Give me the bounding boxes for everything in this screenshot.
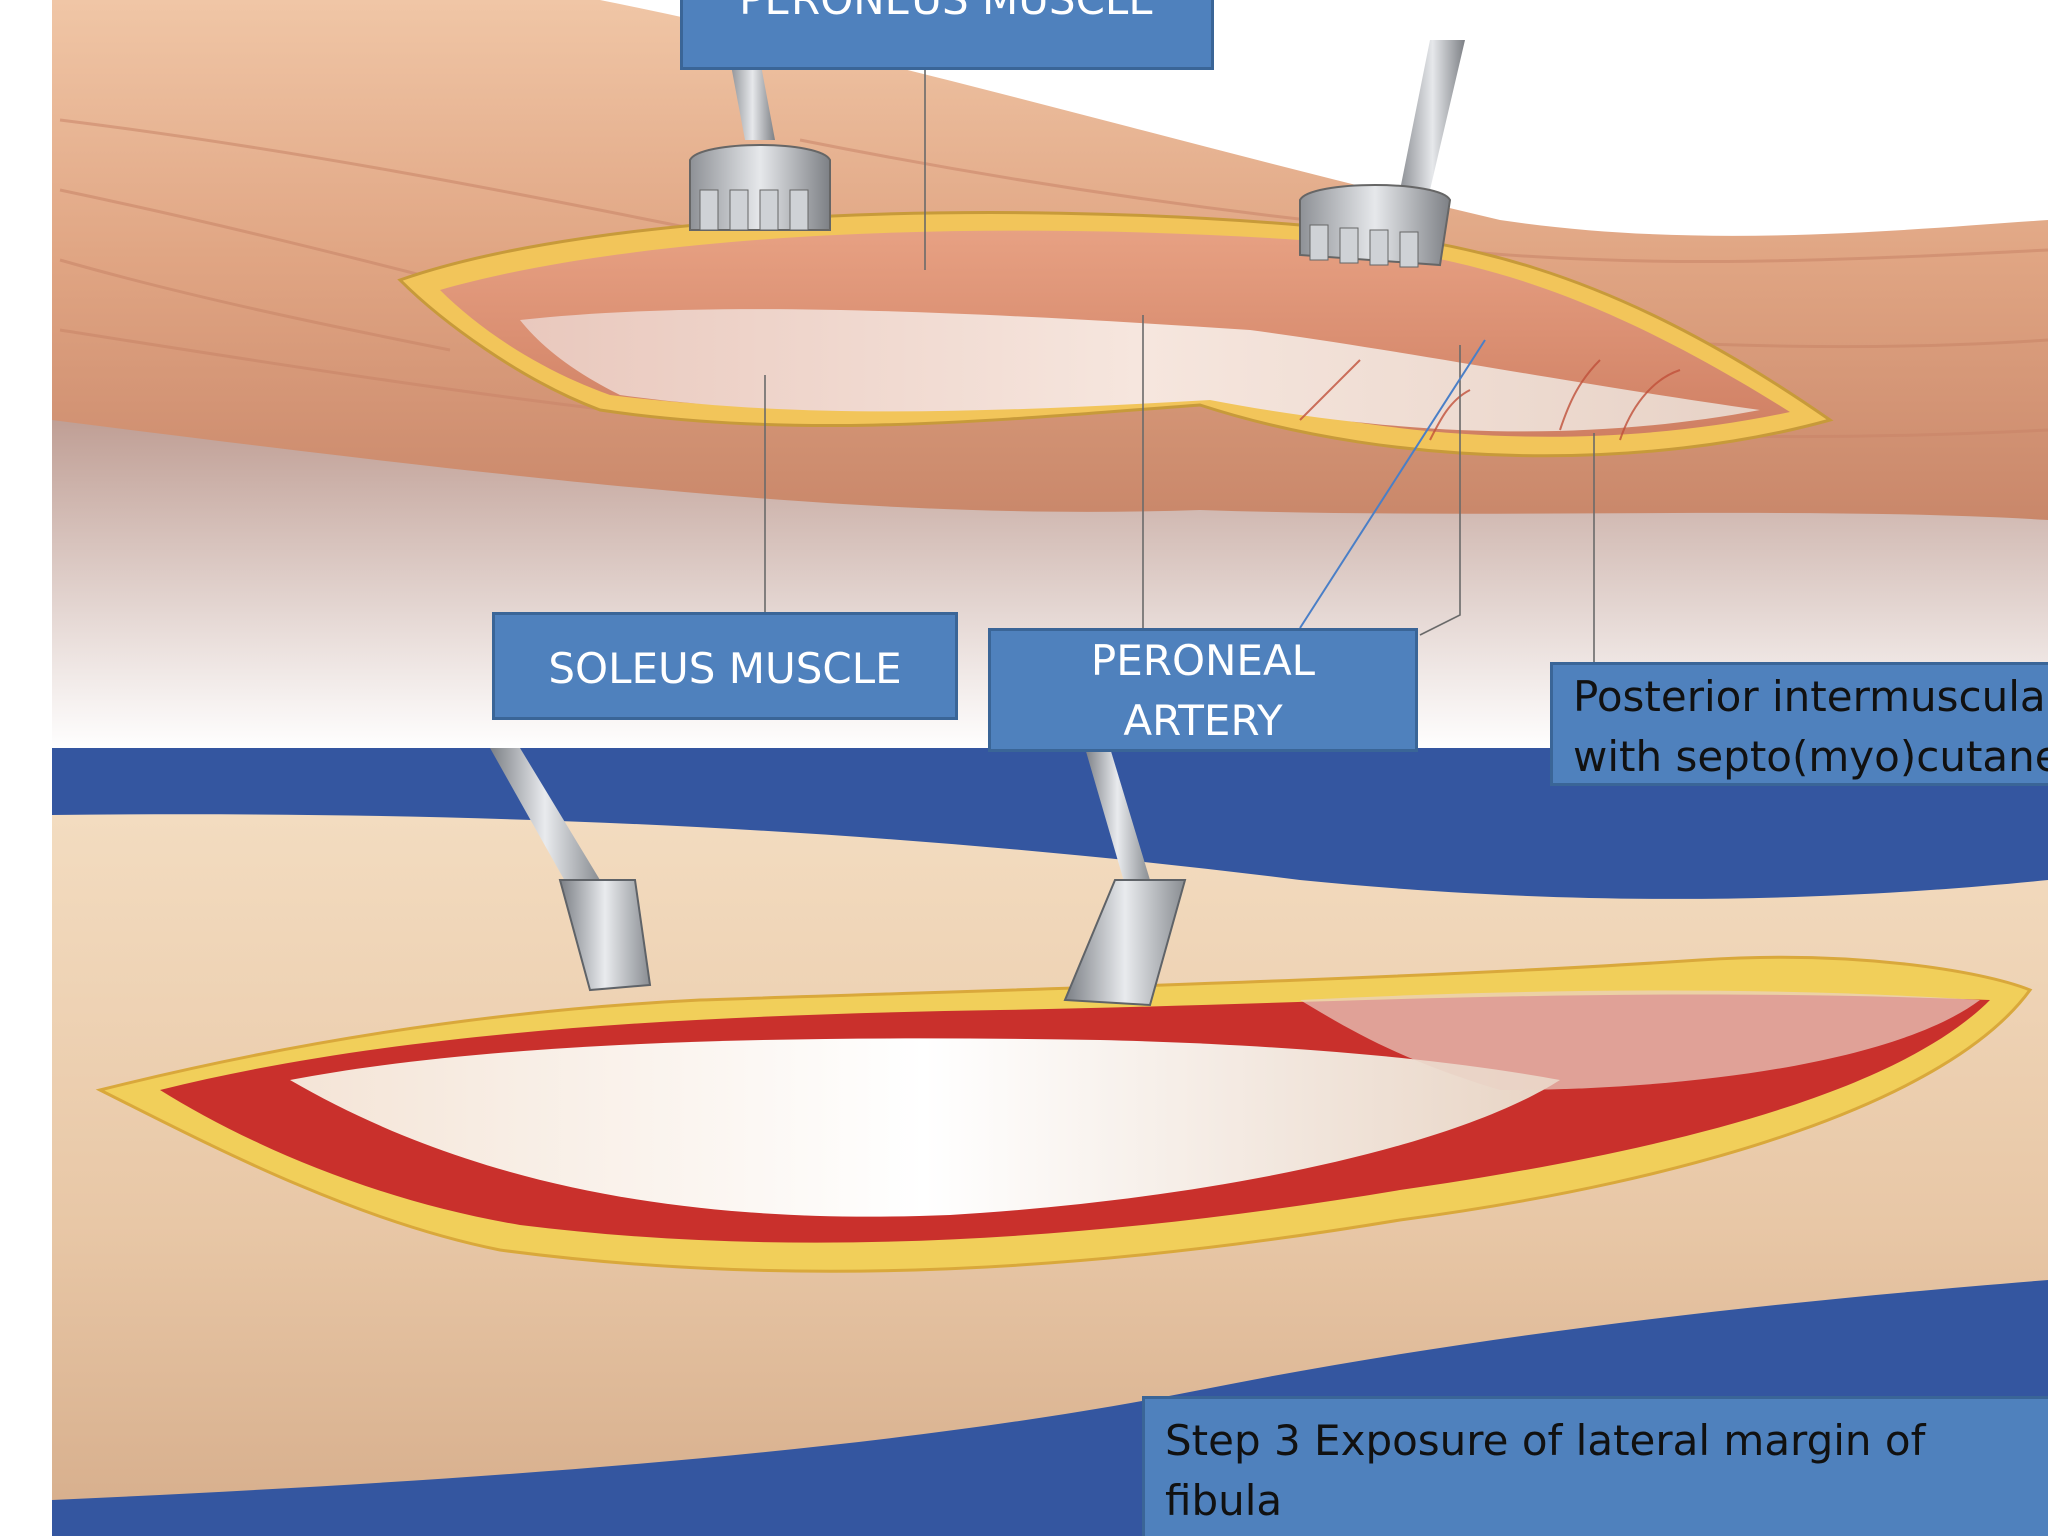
retractor-icon xyxy=(1063,748,1187,1007)
peroneal-artery-text-line-1: PERONEAL xyxy=(1090,636,1316,685)
retractor-icon xyxy=(490,748,652,992)
peroneus-muscle-text: PERONEUS MUSCLE xyxy=(683,0,1211,25)
exposed-fascia xyxy=(290,1038,1560,1217)
septum-text-line-2: with septo(myo)cutaneous perforators xyxy=(1573,732,2048,781)
septum-label: Posterior intermuscular septum with sept… xyxy=(1550,662,2048,786)
step-caption-line-2: fibula xyxy=(1165,1476,1283,1525)
soleus-muscle-label: SOLEUS MUSCLE xyxy=(492,612,958,720)
peroneal-artery-label: PERONEAL ARTERY xyxy=(988,628,1418,752)
perforator-vessels xyxy=(1299,359,1681,441)
leader-lines xyxy=(764,70,1595,662)
peroneal-artery-text-line-2: ARTERY xyxy=(1123,696,1283,745)
septum-text-line-1: Posterior intermuscular septum xyxy=(1573,672,2048,721)
step-caption: Step 3 Exposure of lateral margin of fib… xyxy=(1142,1396,2048,1536)
anatomy-illustration xyxy=(0,0,2048,760)
peroneus-muscle-label: PERONEUS MUSCLE xyxy=(680,0,1214,70)
septum-pointer-line xyxy=(1299,339,1486,629)
step-caption-line-1: Step 3 Exposure of lateral margin of xyxy=(1165,1416,1926,1465)
soleus-muscle-text: SOLEUS MUSCLE xyxy=(548,644,902,693)
retractor-icon xyxy=(1299,40,1465,268)
soleus-fascia-region xyxy=(520,309,1760,432)
retractor-icon xyxy=(689,60,831,231)
